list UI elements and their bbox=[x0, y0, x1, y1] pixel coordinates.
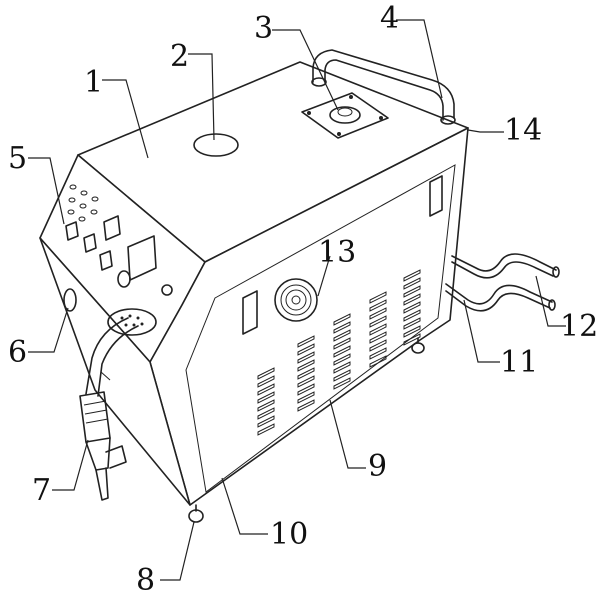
vent-slot bbox=[257, 375, 275, 388]
callout-11: 11 bbox=[500, 345, 538, 380]
leader-lines bbox=[28, 19, 566, 581]
callout-4: 4 bbox=[380, 1, 399, 36]
air-outlet-plate bbox=[301, 92, 389, 139]
callout-13: 13 bbox=[318, 235, 356, 270]
vent-slot bbox=[403, 325, 421, 338]
vent-slot bbox=[333, 313, 351, 326]
vent-slot bbox=[333, 369, 351, 382]
callout-7: 7 bbox=[32, 473, 51, 508]
vent-slot bbox=[333, 337, 351, 350]
vent-slot bbox=[403, 293, 421, 306]
vent-slot bbox=[257, 415, 275, 428]
vent-slot bbox=[333, 345, 351, 358]
vent-slot bbox=[297, 335, 315, 348]
caster-wheels bbox=[188, 337, 425, 523]
callout-3: 3 bbox=[254, 11, 273, 46]
vent-slot bbox=[369, 339, 387, 352]
vent-slot bbox=[297, 343, 315, 356]
vent-slot bbox=[297, 351, 315, 364]
vent-slot bbox=[257, 367, 275, 380]
vent-slot bbox=[369, 307, 387, 320]
indicator-window-right bbox=[429, 175, 443, 217]
callout-2: 2 bbox=[170, 39, 189, 74]
vent-slot bbox=[403, 309, 421, 322]
vent-slot bbox=[333, 329, 351, 342]
vent-slot bbox=[403, 333, 421, 346]
vent-slot bbox=[333, 353, 351, 366]
callout-1: 1 bbox=[84, 65, 103, 100]
vent-slot bbox=[297, 375, 315, 388]
vent-slot bbox=[369, 355, 387, 368]
vent-slot bbox=[257, 391, 275, 404]
vent-slot bbox=[369, 347, 387, 360]
vent-slot bbox=[333, 377, 351, 390]
vent-slot bbox=[297, 359, 315, 372]
control-buttons bbox=[65, 184, 173, 296]
fill-hole bbox=[193, 133, 239, 157]
callout-9: 9 bbox=[368, 449, 387, 484]
vent-slot bbox=[403, 285, 421, 298]
vent-slot bbox=[297, 367, 315, 380]
vent-slot bbox=[403, 269, 421, 282]
vent-slot bbox=[369, 291, 387, 304]
callout-14: 14 bbox=[504, 113, 542, 148]
vent-slot bbox=[369, 331, 387, 344]
callout-6: 6 bbox=[8, 335, 27, 370]
vent-slot bbox=[333, 361, 351, 374]
vent-slot bbox=[403, 277, 421, 290]
outlet-pipes bbox=[445, 253, 560, 312]
callout-12: 12 bbox=[560, 309, 598, 344]
vent-slot bbox=[257, 407, 275, 420]
vent-slot bbox=[257, 383, 275, 396]
lower-frame bbox=[39, 237, 191, 506]
vent-slot bbox=[297, 399, 315, 412]
side-window bbox=[63, 288, 77, 312]
vent-slot bbox=[369, 323, 387, 336]
vent-slot bbox=[403, 301, 421, 314]
vent-slot bbox=[333, 321, 351, 334]
callout-8: 8 bbox=[136, 563, 155, 598]
indicator-window-left bbox=[242, 290, 258, 335]
callout-5: 5 bbox=[8, 141, 27, 176]
vent-slot bbox=[257, 423, 275, 436]
cooling-fan bbox=[274, 278, 318, 322]
vent-slots bbox=[257, 269, 421, 436]
vent-slot bbox=[369, 299, 387, 312]
door-panel bbox=[185, 164, 456, 493]
vent-slot bbox=[297, 383, 315, 396]
vent-slot bbox=[403, 317, 421, 330]
vent-slot bbox=[369, 315, 387, 328]
vent-slot bbox=[257, 399, 275, 412]
vent-slot bbox=[297, 391, 315, 404]
callout-10: 10 bbox=[270, 517, 308, 552]
spray-gun bbox=[79, 308, 157, 501]
